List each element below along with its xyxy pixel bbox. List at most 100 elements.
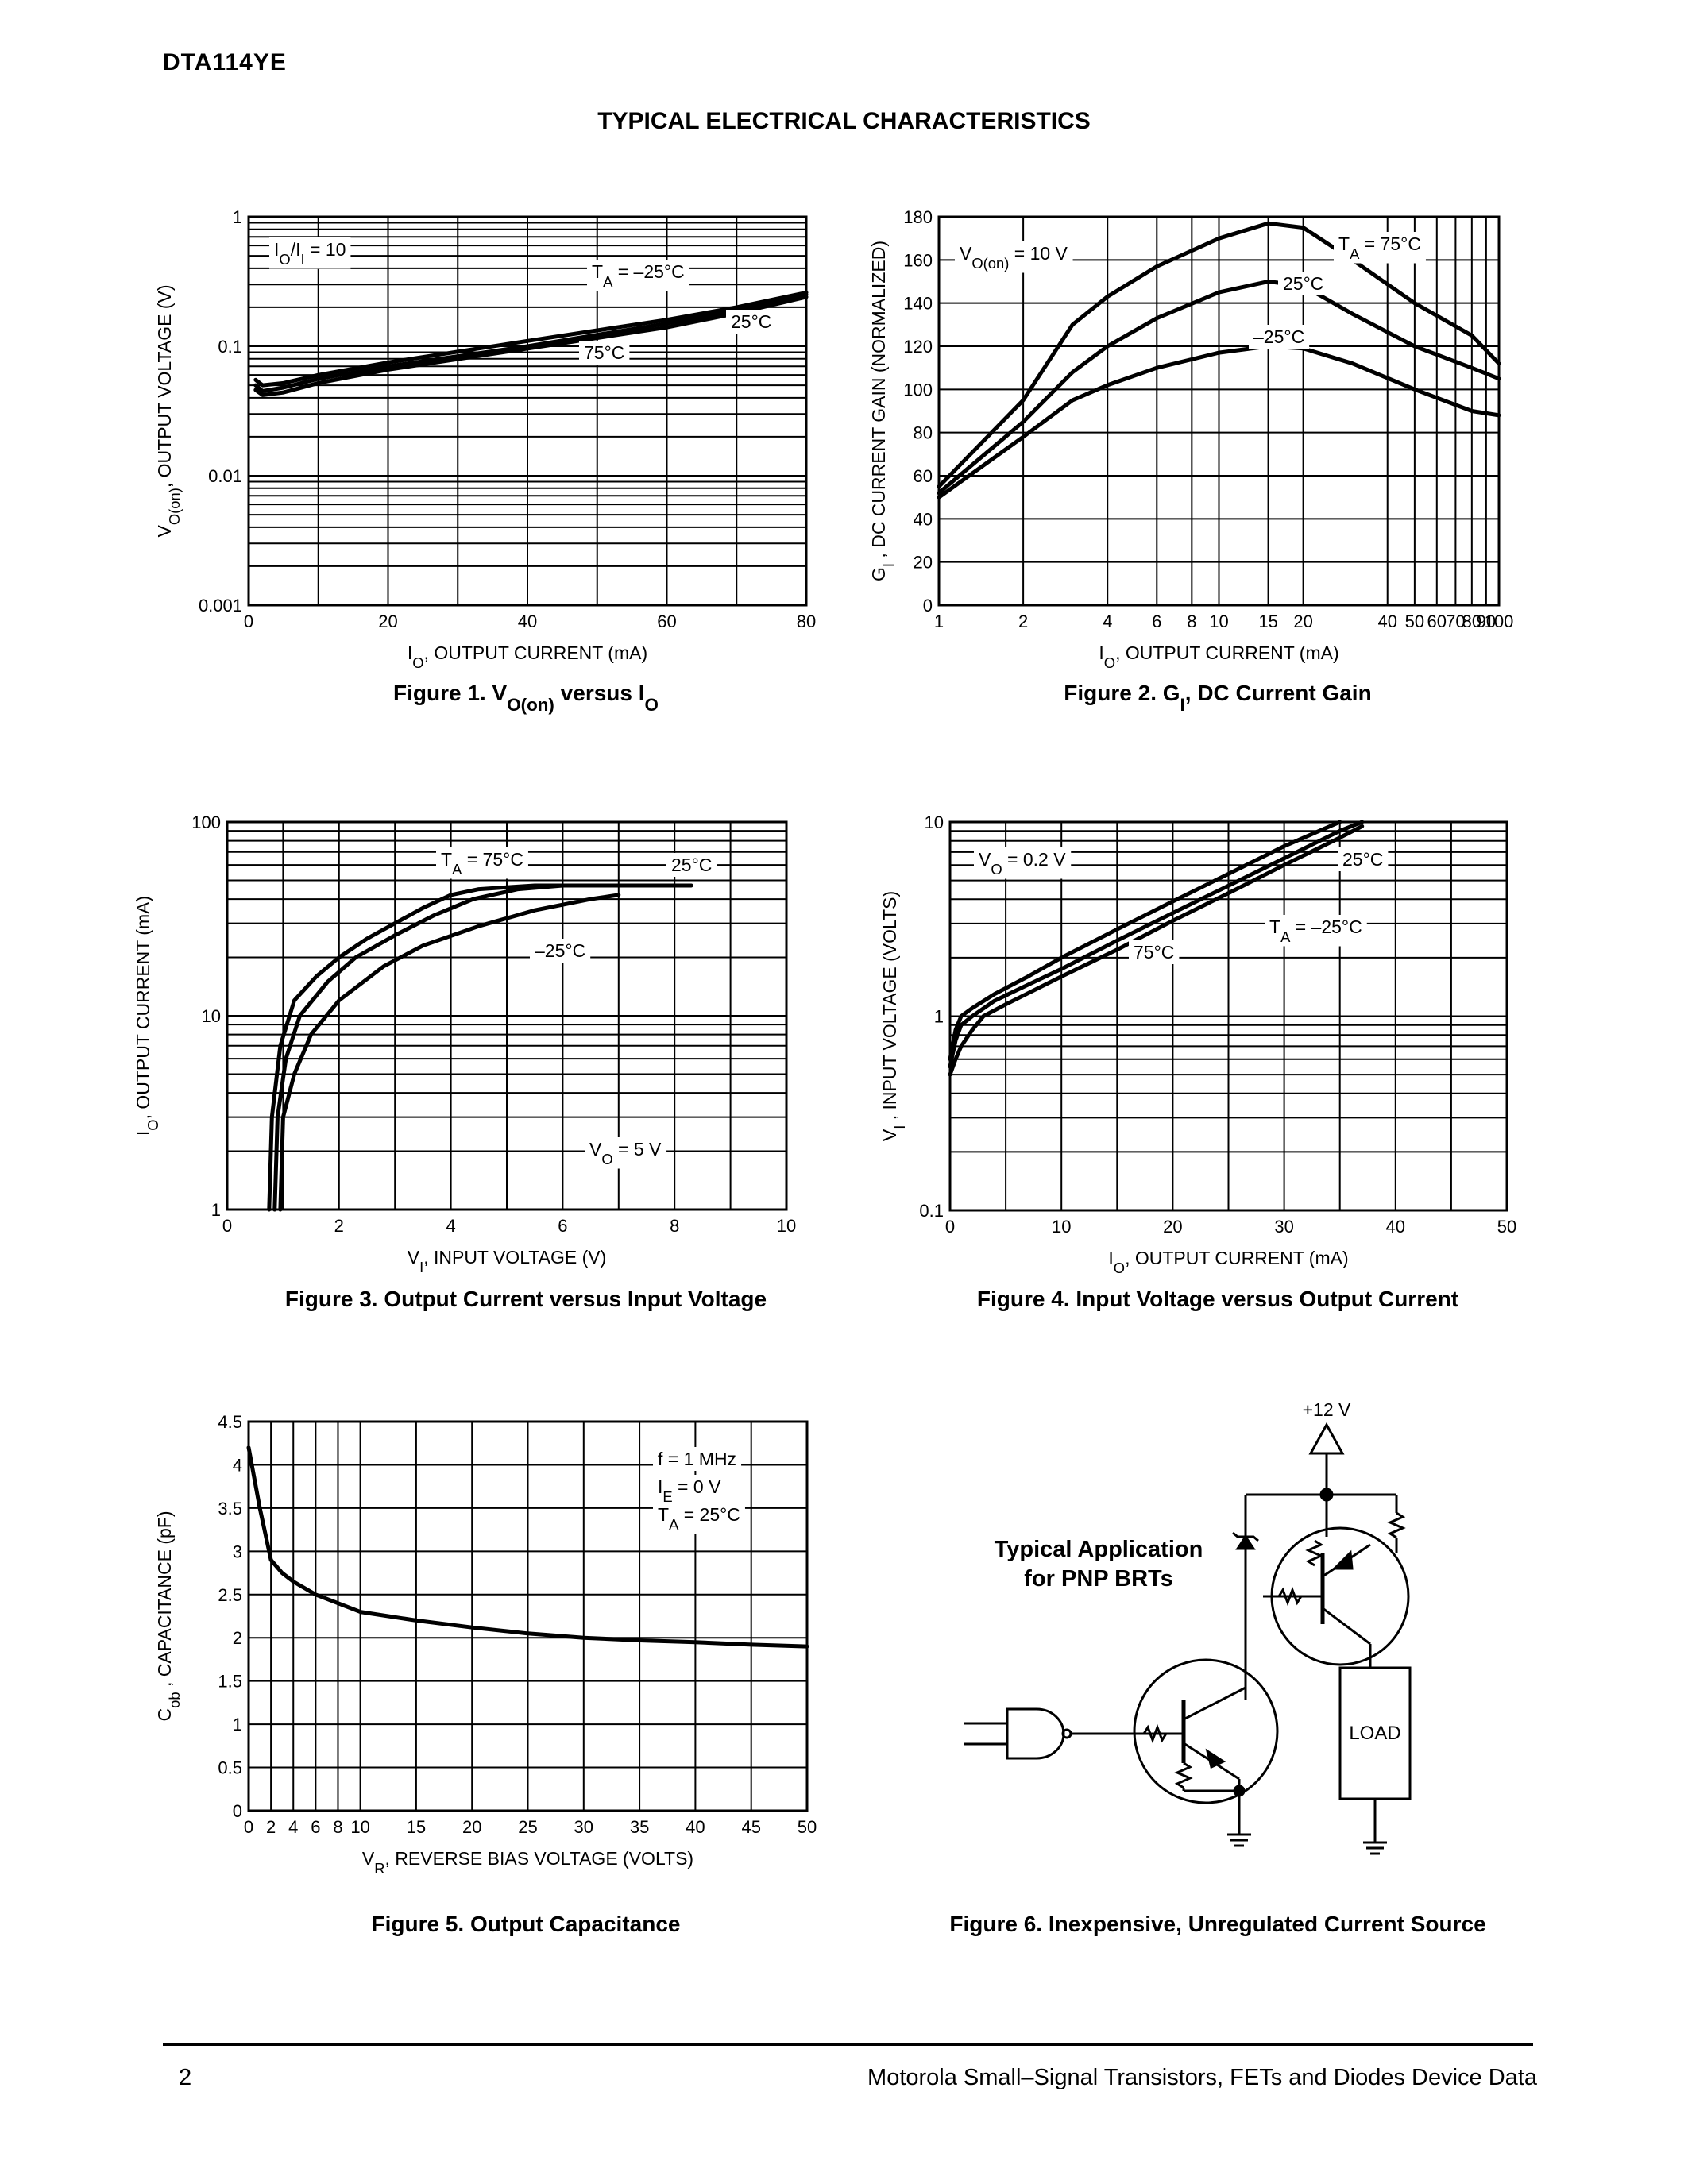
page-number: 2	[179, 2065, 192, 2090]
annotation-backdrop	[726, 310, 777, 334]
plot-frame	[247, 1420, 809, 1812]
x-tick-label: 60	[657, 612, 676, 631]
y-axis-label: GI , DC CURRENT GAIN (NORMALIZED)	[868, 241, 897, 581]
x-tick-label: 4	[288, 1817, 298, 1837]
x-tick-label: 10	[350, 1817, 369, 1837]
x-tick-label: 60	[1427, 612, 1447, 631]
y-tick-label: 180	[903, 207, 933, 227]
annotation-backdrop	[1334, 232, 1426, 264]
y-tick-label: 10	[925, 812, 944, 832]
x-tick-label: 25	[518, 1817, 537, 1837]
figure-caption: Figure 1. VO(on) versus IO	[393, 681, 659, 715]
figure-caption: Figure 3. Output Current versus Input Vo…	[285, 1287, 767, 1311]
annotation-backdrop	[955, 241, 1073, 273]
annotation-backdrop	[1338, 847, 1389, 871]
annotation-label: f = 1 MHz	[658, 1449, 736, 1469]
x-tick-label: 80	[1462, 612, 1481, 631]
x-tick-label: 15	[1258, 612, 1277, 631]
y-tick-label: 4.5	[218, 1412, 242, 1432]
series-line-1	[937, 221, 1501, 489]
x-axis-label: IO, OUTPUT CURRENT (mA)	[408, 642, 647, 671]
y-tick-label: 1	[233, 1715, 242, 1734]
x-tick-label: 20	[1293, 612, 1312, 631]
y-tick-label: 1.5	[218, 1672, 242, 1692]
x-tick-label: 20	[1163, 1217, 1182, 1237]
annotation-label: 75°C	[1134, 942, 1174, 963]
annotation-label: VO(on) = 10 V	[960, 243, 1068, 272]
annotation-label: –25°C	[535, 940, 585, 961]
x-tick-label: 50	[1405, 612, 1424, 631]
annotation-backdrop	[269, 237, 351, 269]
annotation-label: 25°C	[731, 311, 771, 332]
y-tick-label: 0.1	[218, 337, 242, 357]
series-line-2	[937, 280, 1501, 496]
y-tick-label: 0	[233, 1801, 242, 1821]
x-tick-label: 40	[686, 1817, 705, 1837]
x-tick-label: 2	[266, 1817, 276, 1837]
annotation-backdrop	[974, 847, 1072, 879]
annotation-backdrop	[579, 341, 630, 365]
y-tick-label: 0.5	[218, 1758, 242, 1778]
y-tick-label: 1	[934, 1007, 944, 1027]
y-tick-label: 100	[191, 812, 221, 832]
x-tick-label: 80	[797, 612, 816, 631]
y-axis-label: VI , INPUT VOLTAGE (VOLTS)	[879, 891, 908, 1141]
x-tick-label: 6	[558, 1216, 567, 1236]
x-tick-label: 8	[670, 1216, 679, 1236]
x-tick-label: 0	[244, 612, 253, 631]
annotation-label: 25°C	[1342, 849, 1383, 870]
page-heading: TYPICAL ELECTRICAL CHARACTERISTICS	[597, 108, 1091, 134]
x-tick-label: 15	[407, 1817, 426, 1837]
x-tick-label: 10	[777, 1216, 796, 1236]
x-tick-label: 8	[1187, 612, 1196, 631]
series-line-1	[246, 1445, 809, 1649]
series-line-1	[948, 820, 1342, 1062]
figure-caption: Figure 2. GI, DC Current Gain	[1064, 681, 1371, 715]
x-axis-label: VI, INPUT VOLTAGE (V)	[408, 1247, 607, 1275]
annotation-label: TA = 75°C	[441, 849, 523, 878]
annotation-backdrop	[666, 853, 717, 877]
x-tick-label: 20	[462, 1817, 481, 1837]
x-tick-label: 40	[1386, 1217, 1405, 1237]
annotation-backdrop	[653, 1503, 745, 1534]
annotation-label: 75°C	[584, 342, 624, 363]
y-tick-label: 80	[914, 423, 933, 443]
plot-frame	[937, 215, 1501, 607]
footer-text: Motorola Small–Signal Transistors, FETs …	[867, 2065, 1537, 2090]
series-line-3	[948, 824, 1365, 1077]
y-tick-label: 2.5	[218, 1585, 242, 1605]
gridlines	[949, 821, 1508, 1211]
x-tick-label: 40	[518, 612, 537, 631]
x-tick-label: 50	[798, 1817, 817, 1837]
annotation-label: IO/II = 10	[274, 239, 346, 268]
y-tick-label: 10	[202, 1006, 221, 1026]
annotation-label: VO = 5 V	[589, 1139, 662, 1167]
x-tick-label: 0	[222, 1216, 232, 1236]
x-tick-label: 4	[1103, 612, 1112, 631]
annotation-backdrop	[436, 847, 528, 879]
annotation-label: –25°C	[1253, 326, 1304, 347]
annotation-backdrop	[1278, 272, 1329, 295]
x-axis-label: IO, OUTPUT CURRENT (mA)	[1099, 642, 1338, 671]
x-tick-label: 30	[574, 1817, 593, 1837]
footer-rule	[163, 2043, 1533, 2046]
series-line-2	[253, 292, 809, 393]
x-tick-label: 2	[1018, 612, 1028, 631]
annotation-backdrop	[653, 1475, 727, 1507]
x-tick-label: 6	[311, 1817, 320, 1837]
x-tick-label: 45	[741, 1817, 760, 1837]
series-line-3	[253, 295, 809, 397]
y-tick-label: 4	[233, 1455, 242, 1475]
y-tick-label: 100	[903, 380, 933, 399]
y-tick-label: 140	[903, 294, 933, 314]
x-tick-label: 2	[334, 1216, 344, 1236]
annotation-label: VO = 0.2 V	[979, 849, 1066, 878]
y-tick-label: 60	[914, 466, 933, 486]
x-tick-label: 30	[1274, 1217, 1293, 1237]
annotation-label: 25°C	[671, 855, 712, 875]
annotation-backdrop	[1129, 940, 1180, 964]
x-tick-label: 35	[630, 1817, 649, 1837]
